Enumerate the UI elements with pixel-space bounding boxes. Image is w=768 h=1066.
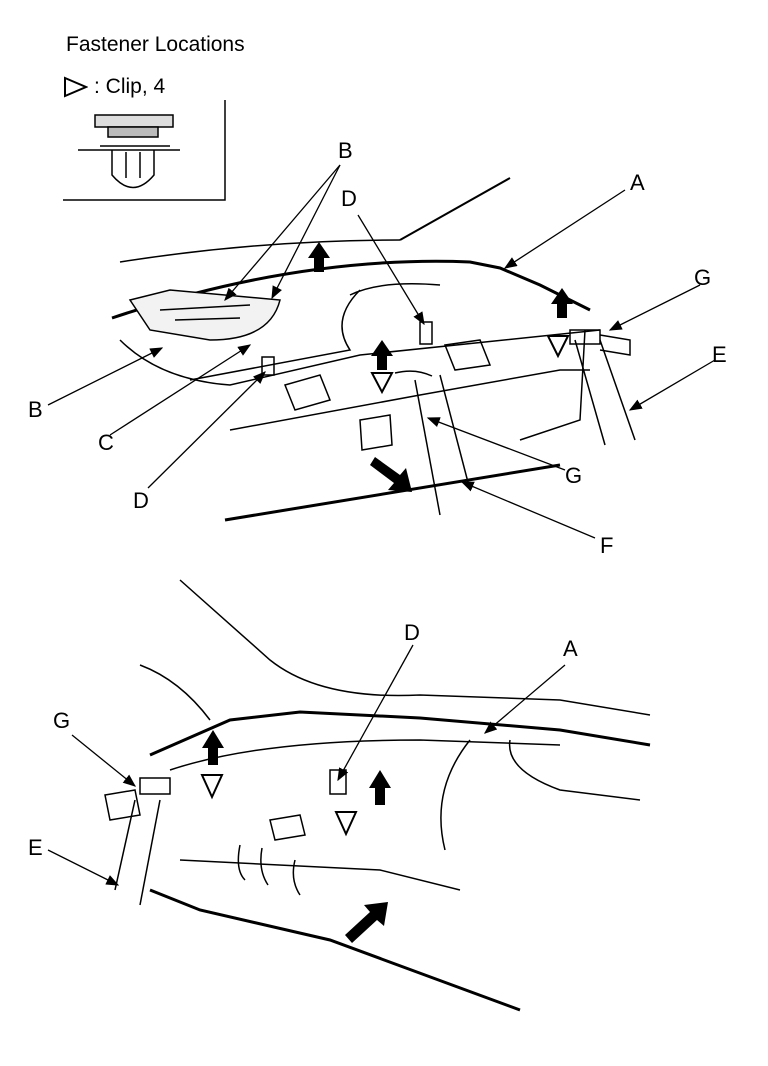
label-d-left: D (133, 488, 149, 513)
top-view-drawing (111, 177, 636, 522)
clip-markers-bottom (200, 774, 358, 837)
label-e-bottom: E (28, 835, 43, 860)
label-g-bottom: G (53, 708, 70, 733)
label-b-left: B (28, 397, 43, 422)
label-b-top: B (338, 138, 353, 163)
label-a-bottom: A (563, 636, 578, 661)
label-g-top-mid: G (565, 463, 582, 488)
callout-labels: B A D G E B C D G F D A G E (28, 138, 727, 860)
label-g-top-right: G (694, 265, 711, 290)
label-d-bottom: D (404, 620, 420, 645)
label-e-top: E (712, 342, 727, 367)
triangle-clip-icon (64, 76, 88, 98)
bottom-view-drawing (104, 579, 651, 1012)
label-d-top: D (341, 186, 357, 211)
diagram-title: Fastener Locations (66, 33, 245, 56)
label-a-top: A (630, 170, 645, 195)
callout-leaders (47, 164, 716, 886)
removal-arrows-bottom (202, 730, 391, 943)
legend: : Clip, 4 (62, 75, 165, 99)
clip-markers-top (370, 335, 570, 395)
removal-arrows-top (308, 242, 573, 492)
label-c: C (98, 430, 114, 455)
legend-text: : Clip, 4 (94, 75, 166, 98)
label-f: F (600, 533, 613, 558)
clip-detail-inset (63, 100, 226, 201)
